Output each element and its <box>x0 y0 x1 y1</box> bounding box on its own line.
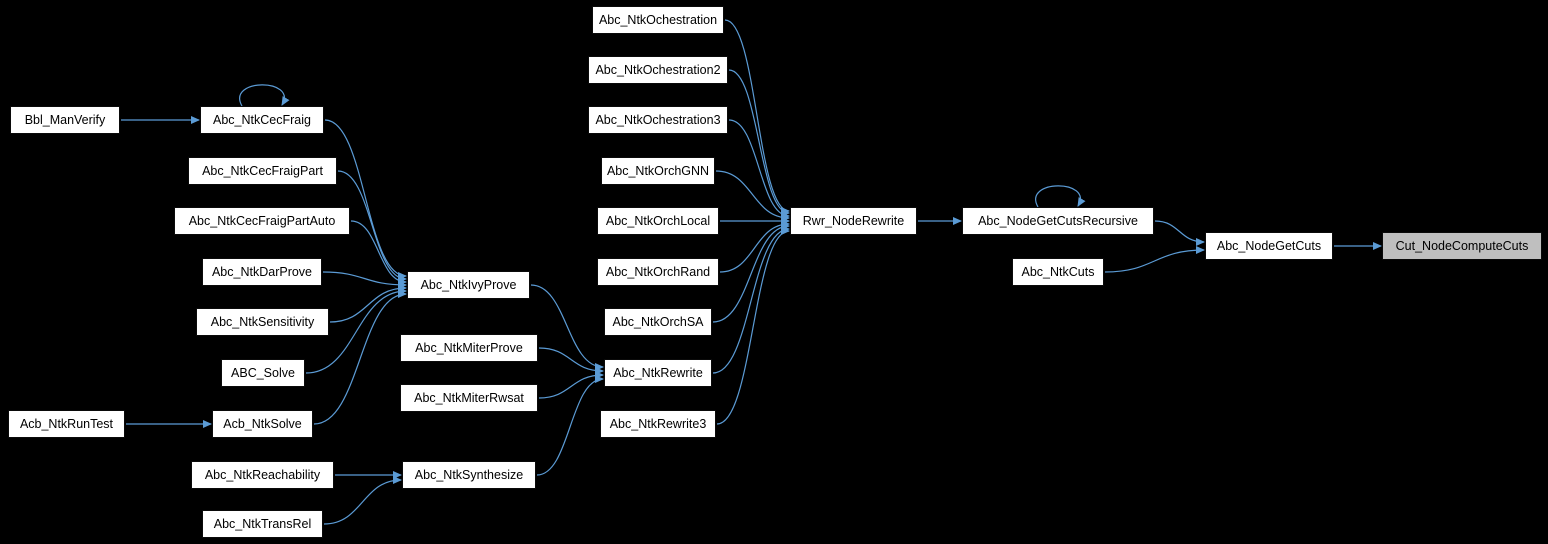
node-Abc_NtkOchestration3[interactable]: Abc_NtkOchestration3 <box>588 106 728 134</box>
node-Abc_NtkRewrite3[interactable]: Abc_NtkRewrite3 <box>600 410 716 438</box>
node-Cut_NodeComputeCuts: Cut_NodeComputeCuts <box>1382 232 1542 260</box>
edge-self-loop-Abc_NodeGetCutsRecursive <box>1035 185 1086 208</box>
edge-self-loop-Abc_NtkCecFraig <box>239 84 290 107</box>
node-Abc_NtkIvyProve[interactable]: Abc_NtkIvyProve <box>407 271 530 299</box>
node-Abc_NtkRewrite[interactable]: Abc_NtkRewrite <box>604 359 712 387</box>
edge-Abc_NtkDarProve-to-Abc_NtkIvyProve <box>322 271 407 289</box>
edge-Abc_NtkSensitivity-to-Abc_NtkIvyProve <box>329 284 407 323</box>
node-Abc_NodeGetCuts[interactable]: Abc_NodeGetCuts <box>1205 232 1333 260</box>
edge-Abc_NtkOchestration3-to-Rwr_NodeRewrite <box>728 119 790 220</box>
edge-Acb_NtkSolve-to-Abc_NtkIvyProve <box>313 290 407 425</box>
edge-Abc_NtkOrchRand-to-Rwr_NodeRewrite <box>719 220 790 273</box>
edge-Abc_NtkOrchSA-to-Rwr_NodeRewrite <box>712 222 790 323</box>
node-Abc_NtkCecFraigPart[interactable]: Abc_NtkCecFraigPart <box>188 157 337 185</box>
edge-ABC_Solve-to-Abc_NtkIvyProve <box>305 287 407 374</box>
node-Abc_NtkOrchLocal[interactable]: Abc_NtkOrchLocal <box>597 207 719 235</box>
node-ABC_Solve[interactable]: ABC_Solve <box>221 359 305 387</box>
node-Rwr_NodeRewrite[interactable]: Rwr_NodeRewrite <box>790 207 917 235</box>
node-Abc_NtkTransRel[interactable]: Abc_NtkTransRel <box>202 510 323 538</box>
edge-Abc_NtkCuts-to-Abc_NodeGetCuts <box>1104 246 1205 273</box>
edge-Abc_NtkIvyProve-to-Abc_NtkRewrite <box>530 284 604 371</box>
node-Acb_NtkRunTest[interactable]: Acb_NtkRunTest <box>8 410 125 438</box>
node-Abc_NtkMiterProve[interactable]: Abc_NtkMiterProve <box>400 334 538 362</box>
node-Abc_NtkDarProve[interactable]: Abc_NtkDarProve <box>202 258 322 286</box>
edge-Abc_NtkCecFraigPart-to-Abc_NtkIvyProve <box>337 170 407 283</box>
node-Abc_NtkMiterRwsat[interactable]: Abc_NtkMiterRwsat <box>400 384 538 412</box>
node-Abc_NtkReachability[interactable]: Abc_NtkReachability <box>191 461 334 489</box>
node-Abc_NtkOchestration[interactable]: Abc_NtkOchestration <box>592 6 724 34</box>
edge-Abc_NtkMiterRwsat-to-Abc_NtkRewrite <box>538 371 604 399</box>
node-Abc_NtkOrchGNN[interactable]: Abc_NtkOrchGNN <box>601 157 715 185</box>
node-Abc_NtkSynthesize[interactable]: Abc_NtkSynthesize <box>402 461 536 489</box>
edge-Abc_NtkTransRel-to-Abc_NtkSynthesize <box>323 476 402 525</box>
node-Abc_NodeGetCutsRecursive[interactable]: Abc_NodeGetCutsRecursive <box>962 207 1154 235</box>
node-Abc_NtkOrchRand[interactable]: Abc_NtkOrchRand <box>597 258 719 286</box>
node-Acb_NtkSolve[interactable]: Acb_NtkSolve <box>212 410 313 438</box>
node-Abc_NtkCuts[interactable]: Abc_NtkCuts <box>1012 258 1104 286</box>
edge-Abc_NtkSynthesize-to-Abc_NtkRewrite <box>536 375 604 476</box>
edge-Abc_NtkCecFraig-to-Abc_NtkIvyProve <box>324 119 407 280</box>
edge-Abc_NtkRewrite3-to-Rwr_NodeRewrite <box>716 227 790 425</box>
node-Abc_NtkCecFraig[interactable]: Abc_NtkCecFraig <box>200 106 324 134</box>
edge-Abc_NtkCecFraigPartAuto-to-Abc_NtkIvyProve <box>350 220 407 286</box>
edge-Abc_NtkMiterProve-to-Abc_NtkRewrite <box>538 347 604 375</box>
node-Abc_NtkCecFraigPartAuto[interactable]: Abc_NtkCecFraigPartAuto <box>174 207 350 235</box>
edge-Abc_NtkOchestration-to-Rwr_NodeRewrite <box>724 19 790 215</box>
edge-Abc_NtkRewrite-to-Rwr_NodeRewrite <box>712 225 790 374</box>
edge-Abc_NodeGetCutsRecursive-to-Abc_NodeGetCuts <box>1154 220 1205 246</box>
edge-Abc_NtkOrchGNN-to-Rwr_NodeRewrite <box>715 170 790 222</box>
node-Abc_NtkOrchSA[interactable]: Abc_NtkOrchSA <box>604 308 712 336</box>
node-Bbl_ManVerify[interactable]: Bbl_ManVerify <box>10 106 120 134</box>
edge-Abc_NtkOchestration2-to-Rwr_NodeRewrite <box>728 69 790 217</box>
node-Abc_NtkOchestration2[interactable]: Abc_NtkOchestration2 <box>588 56 728 84</box>
node-Abc_NtkSensitivity[interactable]: Abc_NtkSensitivity <box>196 308 329 336</box>
